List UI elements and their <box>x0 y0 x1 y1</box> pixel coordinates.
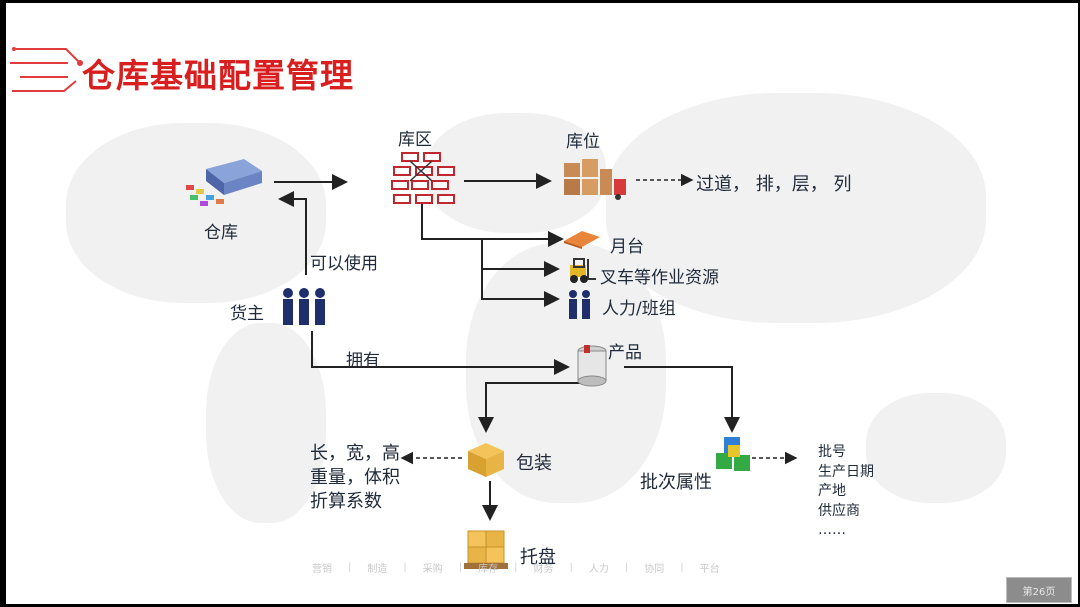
package-attr-item: 重量，体积 <box>310 467 400 488</box>
location-shelf-icon <box>564 159 626 200</box>
product-label: 产品 <box>608 343 642 363</box>
owner-label: 货主 <box>230 304 264 324</box>
zone-icon <box>391 152 455 204</box>
footer-divider: | <box>403 561 407 573</box>
slide-canvas: 仓库基础配置管理 <box>6 3 1078 604</box>
location-detail: 过道， 排，层， 列 <box>696 174 852 195</box>
pallet-label: 托盘 <box>520 547 556 568</box>
package-box-icon <box>468 443 504 477</box>
footer-nav-item[interactable]: 平台 <box>699 563 720 575</box>
title-decoration-icon <box>10 47 83 92</box>
connector-lines <box>274 173 798 521</box>
batch-attr-item: …… <box>818 522 846 538</box>
dock-label: 月台 <box>610 237 644 257</box>
product-can-icon <box>577 345 607 387</box>
batch-attr-label: 批次属性 <box>640 472 712 493</box>
footer-nav-item[interactable]: 采购 <box>422 563 443 575</box>
footer-divider: | <box>624 561 629 573</box>
map-bg-north-america <box>66 123 326 303</box>
location-label: 库位 <box>566 132 600 152</box>
labor-icon <box>569 290 590 319</box>
forklift-icon <box>570 258 596 283</box>
map-bg-australia <box>866 393 1006 503</box>
footer-nav-item[interactable]: 人力 <box>588 563 609 575</box>
can-use-label: 可以使用 <box>310 254 378 274</box>
forklift-label: 叉车等作业资源 <box>600 268 719 288</box>
footer-nav-item[interactable]: 财务 <box>533 563 554 575</box>
batch-cubes-icon <box>716 437 750 471</box>
own-label: 拥有 <box>346 351 380 371</box>
package-attr-list: 长，宽，高 重量，体积 折算系数 <box>310 442 400 514</box>
footer-nav-item[interactable]: 制造 <box>367 563 388 575</box>
package-attr-item: 折算系数 <box>310 491 382 512</box>
zone-label: 库区 <box>398 130 432 150</box>
map-bg-asia <box>606 93 986 323</box>
footer-divider: | <box>569 561 573 573</box>
warehouse-label: 仓库 <box>204 223 238 243</box>
batch-attr-item: 产地 <box>818 483 846 499</box>
dock-icon <box>564 231 600 249</box>
batch-attr-item: 生产日期 <box>818 463 874 480</box>
batch-attr-item: 批号 <box>818 444 846 460</box>
footer-nav-item[interactable]: 营销 <box>312 563 332 575</box>
page-number-button[interactable]: 第26页 <box>1006 577 1072 603</box>
footer-divider: | <box>458 561 463 573</box>
footer-nav-item[interactable]: 协同 <box>644 563 665 575</box>
footer-nav-item[interactable]: 库存 <box>478 563 499 575</box>
batch-attr-item: 供应商 <box>818 502 860 519</box>
package-attr-item: 长，宽，高 <box>310 443 400 464</box>
page-title: 仓库基础配置管理 <box>82 56 354 95</box>
footer-divider: | <box>348 561 352 573</box>
warehouse-icon <box>186 159 262 206</box>
owner-group-icon <box>283 288 325 325</box>
batch-attr-list: 批号 生产日期 产地 供应商 …… <box>818 443 874 541</box>
packaging-label: 包装 <box>516 453 552 474</box>
labor-label: 人力/班组 <box>602 299 676 319</box>
pallet-icon <box>464 530 508 569</box>
footer-divider: | <box>514 561 518 573</box>
footer-divider: | <box>680 561 684 573</box>
footer-nav: 营销 | 制造 | 采购 | 库存 | 财务 | 人力 | 协同 | 平台 <box>312 559 782 575</box>
map-bg-south-america <box>206 323 326 523</box>
